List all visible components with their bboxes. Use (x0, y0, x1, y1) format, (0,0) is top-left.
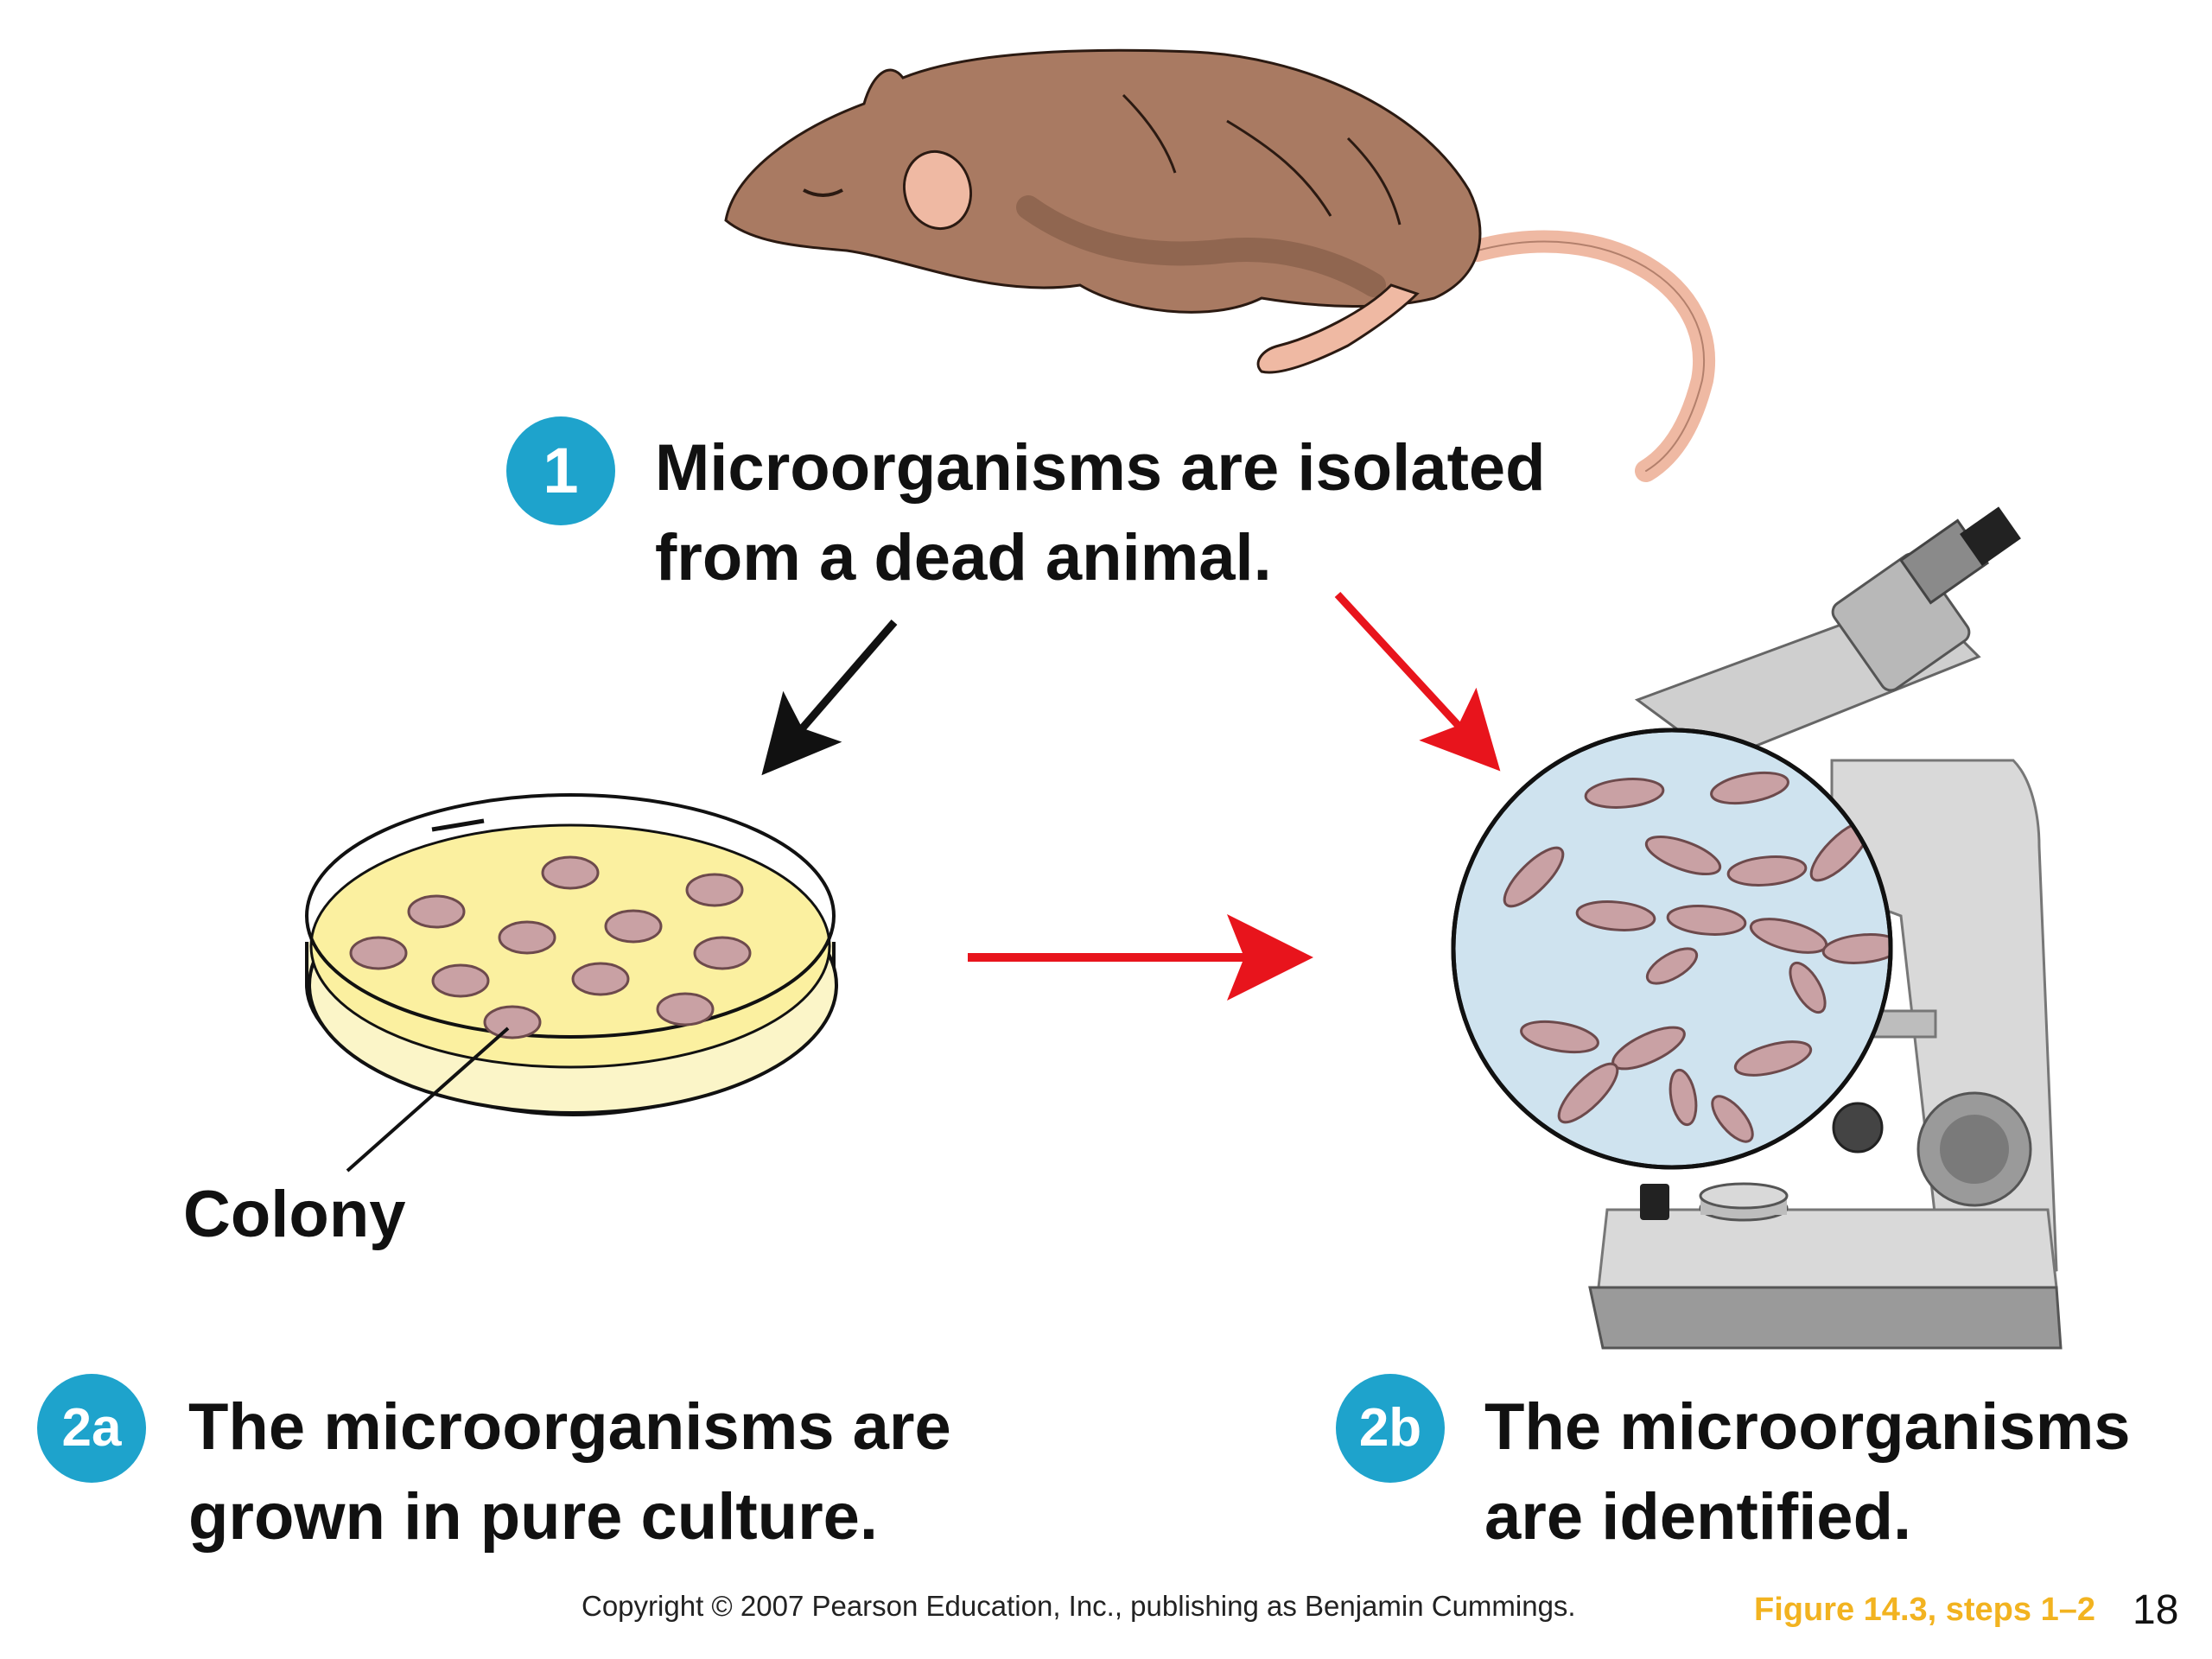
bacterium (1666, 905, 1747, 936)
colony (604, 909, 663, 944)
mouse-eye (803, 188, 843, 197)
bacterium (1520, 1020, 1599, 1054)
bacterium (1821, 933, 1891, 964)
mouse-paw (1256, 283, 1420, 374)
bacterium (1575, 900, 1656, 931)
colonies (349, 855, 752, 1039)
copyright-notice: Copyright © 2007 Pearson Education, Inc.… (582, 1590, 1576, 1622)
dead-mouse-illustration (724, 48, 1715, 482)
colony-label: Colony (183, 1178, 406, 1251)
step-2a-line-1: The microorganisms are (188, 1390, 951, 1464)
bacterium (1726, 855, 1808, 887)
bacterium (1669, 1068, 1698, 1127)
bacterium (1503, 846, 1565, 908)
step-2a-badge: 2a (37, 1374, 146, 1483)
step-2b-line-2: are identified. (1484, 1480, 1912, 1554)
bacterium (1645, 947, 1699, 985)
step-1-text: Microorganisms are isolated from a dead … (655, 423, 1546, 603)
bacterium (1644, 835, 1722, 876)
bacterium (1711, 1095, 1754, 1143)
colony (431, 963, 490, 998)
step-2b-line-1: The microorganisms (1484, 1390, 2131, 1464)
step-1-line-2: from a dead animal. (655, 521, 1272, 594)
mouse-ear (902, 149, 973, 231)
step-2a-text: The microorganisms are grown in pure cul… (188, 1382, 951, 1562)
step-2b-badge: 2b (1336, 1374, 1445, 1483)
arrow-to-microscope (1334, 591, 1501, 772)
step-1-line-1: Microorganisms are isolated (655, 431, 1546, 505)
colony (483, 1005, 542, 1039)
colony-pointer-line (346, 1027, 510, 1173)
colony (498, 920, 556, 955)
step-1-badge: 1 (506, 416, 615, 525)
bacterium (1584, 778, 1665, 809)
arrow-to-culture (761, 620, 898, 776)
colony (541, 855, 600, 890)
colony (571, 962, 630, 996)
bacterium (1789, 961, 1827, 1014)
colony (656, 992, 715, 1027)
focus-knob-small (1832, 1102, 1884, 1154)
colony (693, 936, 752, 970)
colony (685, 873, 744, 907)
petri-dish (305, 793, 838, 1173)
magnified-view (1451, 728, 1893, 1170)
slide-number: 18 (2133, 1587, 2179, 1633)
step-2b-text: The microorganisms are identified. (1484, 1382, 2131, 1562)
bacterium (1710, 771, 1789, 805)
step-2a-line-2: grown in pure culture. (188, 1480, 879, 1554)
colony (407, 894, 466, 929)
colony (349, 936, 408, 970)
bacterium (1557, 1062, 1619, 1124)
bacterium (1733, 1040, 1813, 1077)
figure-reference: Figure 14.3, steps 1–2 (1754, 1592, 2095, 1628)
